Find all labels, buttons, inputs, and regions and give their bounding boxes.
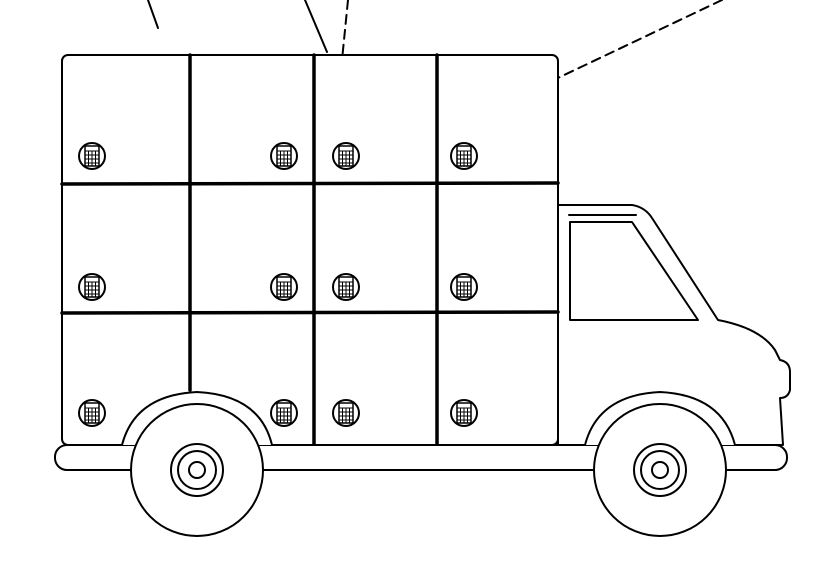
- leader-line: [147, 0, 159, 29]
- keypad-lock-icon: [450, 399, 478, 427]
- keypad-lock-icon: [78, 142, 106, 170]
- rear-wheel: [130, 403, 264, 537]
- keypad-lock-icon: [450, 142, 478, 170]
- keypad-lock-icon: [270, 273, 298, 301]
- cargo-box: [61, 54, 559, 446]
- keypad-lock-icon: [332, 142, 360, 170]
- keypad-lock-icon: [450, 273, 478, 301]
- keypad-lock-icon: [332, 399, 360, 427]
- truck-cab: [557, 204, 791, 446]
- front-wheel: [593, 403, 727, 537]
- keypad-lock-icon: [332, 273, 360, 301]
- cab-window: [569, 221, 699, 321]
- keypad-lock-icon: [270, 399, 298, 427]
- compartment-grid: [60, 53, 560, 447]
- keypad-lock-icon: [78, 273, 106, 301]
- keypad-lock-icon: [78, 399, 106, 427]
- keypad-lock-icon: [270, 142, 298, 170]
- leader-line: [304, 0, 328, 53]
